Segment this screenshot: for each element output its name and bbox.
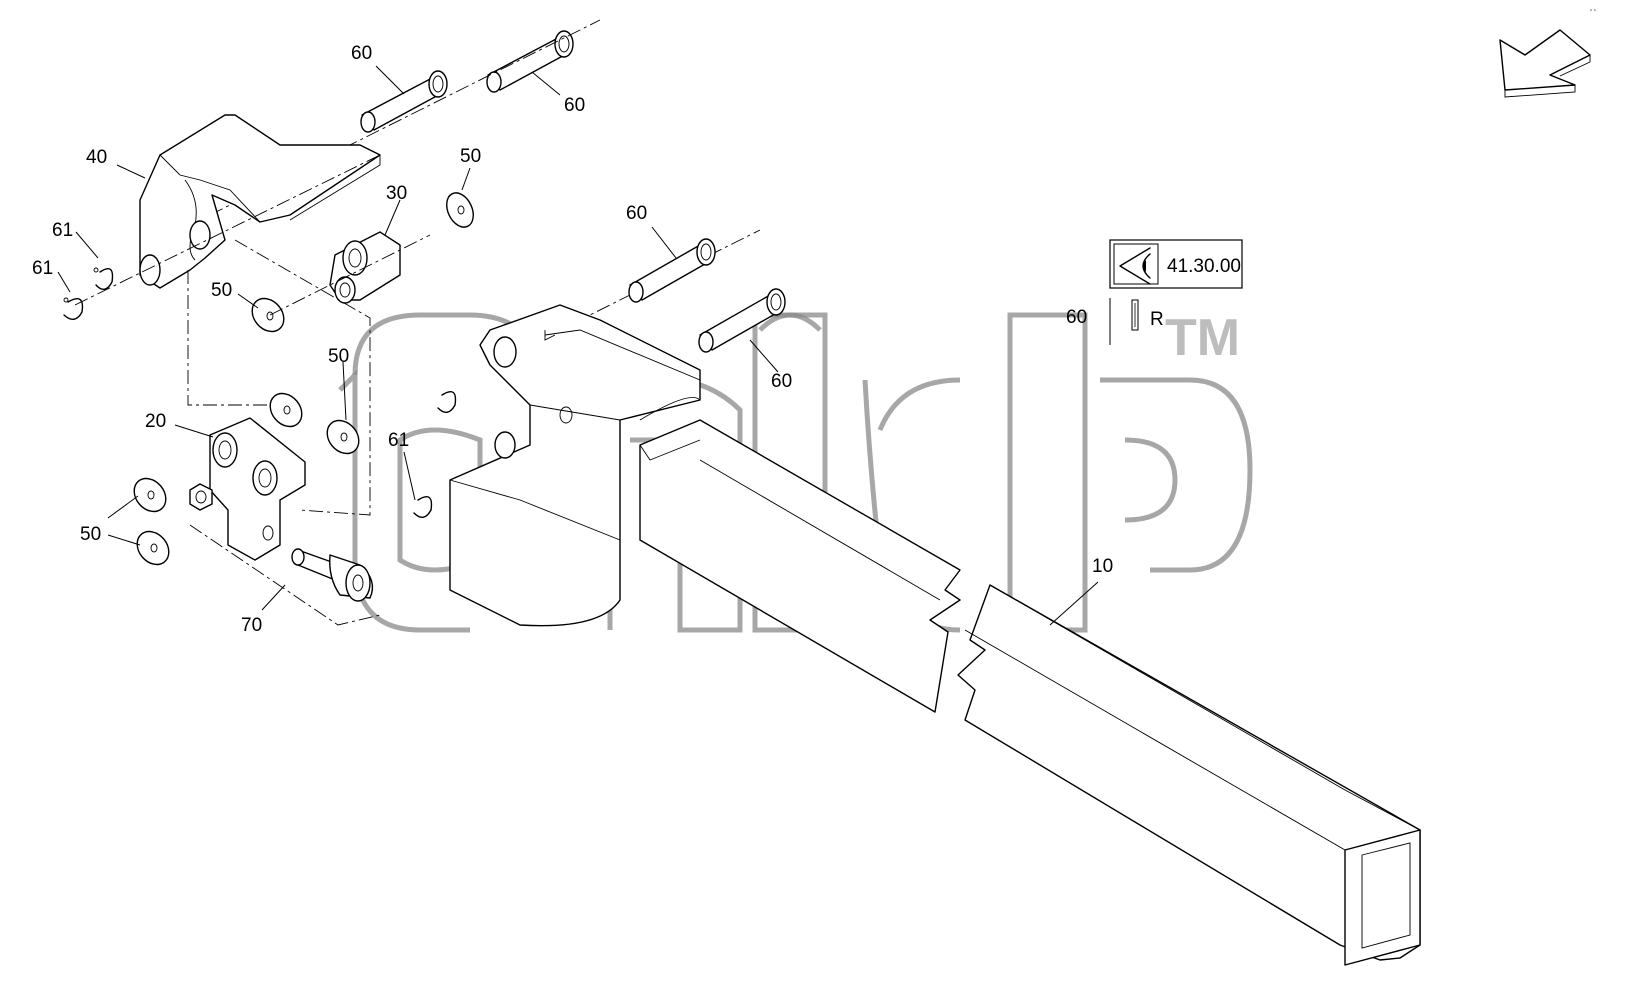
label-clip-61-c: 61 xyxy=(388,430,409,451)
label-bracket-30: 30 xyxy=(386,183,407,204)
label-washer-50-b: 50 xyxy=(211,280,232,301)
washer-50-mid-left xyxy=(251,297,285,333)
svg-text:▫ ▫: ▫ ▫ xyxy=(1590,8,1596,14)
beam-10 xyxy=(639,419,1421,966)
axis-line-30 xyxy=(269,234,431,316)
pin-60-top-right xyxy=(486,30,574,93)
label-pin-60-b: 60 xyxy=(564,95,585,116)
label-bolt-70: 70 xyxy=(241,615,262,636)
label-washer-50-a: 50 xyxy=(460,146,481,167)
axis-line-box xyxy=(234,239,371,516)
pin-60-mid-lower xyxy=(698,288,786,353)
washer-50-lower-b xyxy=(326,419,360,455)
label-washer-50-d: 50 xyxy=(80,524,101,545)
bracket-20 xyxy=(189,417,306,561)
label-pin-60-d: 60 xyxy=(771,371,792,392)
housing xyxy=(449,304,701,627)
axis-line-70 xyxy=(189,524,381,626)
bracket-40 xyxy=(139,114,381,289)
reference-code: 41.30.00 xyxy=(1167,256,1241,277)
label-bracket-40: 40 xyxy=(86,147,107,168)
direction-arrow-icon: ▫ ▫ xyxy=(1499,8,1596,98)
leader-lines xyxy=(57,65,1099,626)
label-pin-60-c: 60 xyxy=(626,203,647,224)
axis-line-40 xyxy=(74,154,381,306)
label-clip-61-a: 61 xyxy=(52,220,73,241)
legend-roll-pin: R xyxy=(1109,298,1164,345)
pin-60-mid-upper xyxy=(628,238,716,303)
view-eye-icon xyxy=(1119,247,1151,285)
washer-50-top-right xyxy=(446,192,474,228)
bolt-70 xyxy=(291,548,374,602)
label-pin-60-a: 60 xyxy=(351,43,372,64)
washer-50-bottom-b xyxy=(136,530,170,566)
legend-letter: R xyxy=(1150,309,1164,330)
label-washer-50-c: 50 xyxy=(328,346,349,367)
washer-50-lower-a xyxy=(269,392,303,428)
watermark-tm: TM xyxy=(1165,309,1240,367)
circlip-61-lower xyxy=(63,297,84,320)
circlip-61-mid xyxy=(413,391,457,518)
axis-line-top xyxy=(209,19,601,216)
bracket-30 xyxy=(329,231,401,304)
reference-box: 41.30.00 xyxy=(1109,239,1243,289)
roll-pin-icon xyxy=(1131,299,1139,331)
axis-line-vertical xyxy=(187,270,270,406)
pin-60-top-left xyxy=(360,70,448,133)
label-bracket-20: 20 xyxy=(145,411,166,432)
circlip-61-upper xyxy=(93,267,114,290)
washer-50-bottom-a xyxy=(133,477,167,513)
label-beam-10: 10 xyxy=(1092,556,1113,577)
label-clip-61-b: 61 xyxy=(32,258,53,279)
label-pin-60-legend: 60 xyxy=(1066,307,1087,328)
